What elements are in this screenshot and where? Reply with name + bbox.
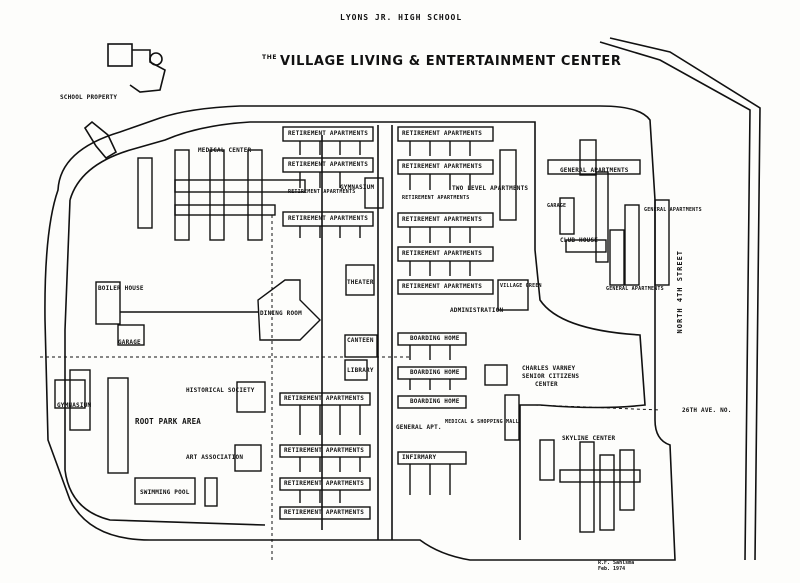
- retirement-apartments-label: RETIREMENT APARTMENTS: [284, 509, 365, 516]
- boarding-home-label-2: BOARDING HOME: [410, 369, 460, 376]
- library-label: LIBRARY: [347, 367, 374, 374]
- retirement-apartments-label: RETIREMENT APARTMENTS: [288, 189, 356, 195]
- retirement-apartments-label: RETIREMENT APARTMENTS: [402, 216, 483, 223]
- senior-citizens-label: SENIOR CITIZENS: [522, 373, 580, 380]
- retirement-apartments-label: RETIREMENT APARTMENTS: [288, 161, 369, 168]
- retirement-apartments-label: RETIREMENT APARTMENTS: [402, 130, 483, 137]
- retirement-apartments-label: RETIREMENT APARTMENTS: [402, 195, 470, 201]
- retirement-apartments-label: RETIREMENT APARTMENTS: [402, 250, 483, 257]
- map-credit: R.F. Sahlsma Feb. 1974: [598, 560, 634, 572]
- boarding-home-label-3: BOARDING HOME: [410, 398, 460, 405]
- medical-shopping-mall-label: MEDICAL & SHOPPING MALL: [445, 419, 519, 425]
- infirmary-label: INFIRMARY: [402, 454, 437, 461]
- road-loop: [64, 121, 646, 540]
- administration-label: ADMINISTRATION: [450, 307, 504, 314]
- canteen-label: CANTEEN: [347, 337, 374, 344]
- art-association-label: ART ASSOCIATION: [186, 454, 244, 461]
- center-label: CENTER: [535, 381, 558, 388]
- retirement-apartments-label: RETIREMENT APARTMENTS: [284, 395, 365, 402]
- retirement-apartments-label: RETIREMENT APARTMENTS: [288, 215, 369, 222]
- medical-center-label: MEDICAL CENTER: [198, 147, 252, 154]
- retirement-apartments-label: RETIREMENT APARTMENTS: [402, 283, 483, 290]
- garage-label: GARAGE: [118, 339, 141, 346]
- retirement-apartments-label: RETIREMENT APARTMENTS: [288, 130, 369, 137]
- boiler-house-label: BOILER HOUSE: [98, 285, 144, 292]
- 26th-avenue-label: 26TH AVE. NO.: [682, 407, 732, 414]
- school-title: LYONS JR. HIGH SCHOOL: [340, 13, 463, 22]
- credit-date: Feb. 1974: [598, 566, 626, 572]
- retirement-apartments-label: RETIREMENT APARTMENTS: [284, 480, 365, 487]
- retirement-apartments-label: RETIREMENT APARTMENTS: [402, 163, 483, 170]
- club-house-label: CLUB HOUSE: [560, 237, 599, 244]
- general-apartments-label-1: GENERAL APARTMENTS: [560, 167, 629, 174]
- two-level-apartments-label: TWO LEVEL APARTMENTS: [452, 185, 529, 192]
- general-apartments-label-2: GENERAL APARTMENTS: [644, 207, 702, 213]
- swimming-pool-label: SWIMMING POOL: [140, 489, 190, 496]
- north-4th-street-label: NORTH 4TH STREET: [676, 250, 684, 334]
- general-apt-label: GENERAL APT.: [396, 424, 442, 431]
- village-green-label: VILLAGE GREEN: [500, 283, 542, 289]
- school-property-label: SCHOOL PROPERTY: [60, 94, 118, 101]
- credit-author: R.F. Sahlsma: [598, 560, 635, 566]
- dining-room-label: DINING ROOM: [260, 310, 302, 317]
- retirement-apartments-label: RETIREMENT APARTMENTS: [284, 447, 365, 454]
- charles-varney-label: CHARLES VARNEY: [522, 365, 576, 372]
- boarding-home-label-1: BOARDING HOME: [410, 335, 460, 342]
- gymnasium-label: GYMNASIUM: [340, 184, 375, 191]
- garage-east-label: GARAGE: [547, 203, 567, 209]
- root-park-area-label: ROOT PARK AREA: [135, 417, 202, 426]
- general-apartments-label-3: GENERAL APARTMENTS: [606, 286, 664, 292]
- title-main-text: VILLAGE LIVING & ENTERTAINMENT CENTER: [280, 54, 622, 69]
- skyline-center-label: SKYLINE CENTER: [562, 435, 616, 442]
- historical-society-label: HISTORICAL SOCIETY: [186, 387, 255, 394]
- theater-label: THEATER: [347, 279, 374, 286]
- title-prefix: THE: [262, 54, 278, 61]
- gymnasium-west-label: GYMNASIUM: [57, 402, 92, 409]
- property-boundary: [44, 105, 676, 561]
